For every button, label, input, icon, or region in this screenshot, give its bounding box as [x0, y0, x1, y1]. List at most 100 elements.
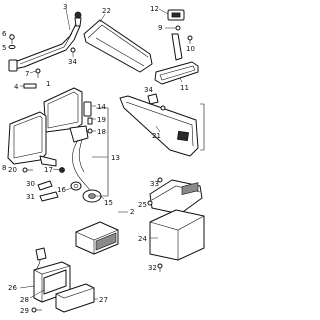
- leader-15: [100, 195, 105, 200]
- mirror-stay-assembly: [8, 11, 82, 89]
- ashtray-assembly: [31, 247, 95, 313]
- cable-clip-30: [37, 180, 53, 191]
- mirror-cover-15-center: [88, 193, 96, 199]
- exploded-view: 3 6 5 7 34 4 22 12 9 10 11 1 14 19 18 8 …: [2, 3, 205, 315]
- callout-12: 12: [150, 5, 159, 13]
- callout-31: 31: [26, 193, 35, 201]
- stay-screw-34: [70, 47, 76, 53]
- outer-mirror-assembly: [7, 111, 57, 173]
- callout-27: 27: [99, 296, 108, 304]
- visor-pivot: [160, 105, 166, 111]
- callout-7: 7: [25, 70, 29, 78]
- ashtray-wire: [35, 259, 41, 271]
- callout-34a: 34: [68, 58, 77, 66]
- leader-17: [52, 168, 61, 171]
- mirror-mount-arm: [171, 33, 183, 61]
- sunshade-panel-edge: [87, 24, 149, 58]
- console-screw-25: [147, 200, 153, 206]
- callout-26: 26: [8, 284, 17, 292]
- ashtray-socket: [35, 247, 47, 261]
- callout-28: 28: [20, 296, 29, 304]
- callout-33: 33: [150, 180, 159, 188]
- console-box-grille: [181, 182, 199, 195]
- callout-4: 4: [14, 83, 19, 91]
- mirror-knob-17: [59, 167, 65, 173]
- leader-3: [65, 8, 71, 31]
- mirror-stay-rib: [19, 32, 73, 65]
- rear-view-mirror-body-11: [154, 61, 199, 85]
- door-mirror-glass: [47, 91, 79, 129]
- callout-2: 2: [130, 208, 134, 216]
- console-box-assembly: [147, 177, 205, 272]
- stay-screw-6: [9, 34, 15, 40]
- stay-screw-7: [35, 68, 41, 74]
- mirror-cable-13b: [78, 139, 85, 173]
- sun-visor-21: [119, 95, 199, 157]
- callout-8: 8: [2, 164, 6, 172]
- leader-7: [29, 70, 37, 74]
- callout-labels: 3 6 5 7 34 4 22 12 9 10 11 1 14 19 18 8 …: [2, 3, 195, 315]
- sun-visor-edge: [125, 101, 194, 147]
- stay-clip-4: [23, 83, 37, 89]
- leader-6: [9, 33, 13, 36]
- mirror-bracket-inner: [171, 12, 181, 18]
- callout-19: 19: [97, 116, 106, 124]
- lens-assembly: [75, 221, 119, 255]
- stay-washer-5: [8, 44, 16, 50]
- lens-housing-face: [95, 232, 117, 251]
- callout-9: 9: [158, 24, 162, 32]
- stay-knob-top: [74, 11, 82, 19]
- callout-25: 25: [138, 201, 147, 209]
- mirror-grommet-16-inner: [73, 184, 79, 188]
- callout-24: 24: [138, 235, 147, 243]
- mirror-nut-18: [87, 128, 93, 134]
- mirror-spring-19: [87, 117, 93, 125]
- door-mirror-housing-1: [43, 87, 83, 133]
- callout-34b: 34: [144, 86, 153, 94]
- callout-15: 15: [104, 199, 113, 207]
- ashtray-screw-29: [31, 307, 37, 313]
- callout-1: 1: [46, 80, 50, 88]
- callout-32: 32: [148, 264, 157, 272]
- lens-housing-2: [75, 221, 119, 255]
- callout-20: 20: [8, 166, 17, 174]
- callout-17: 17: [44, 166, 53, 174]
- sun-visor-assembly: [119, 93, 199, 157]
- sunshade-upper-assembly: [83, 19, 153, 73]
- callout-13: 13: [111, 154, 120, 162]
- callout-18: 18: [97, 128, 106, 136]
- callout-22: 22: [102, 7, 111, 15]
- sun-visor-mirror: [177, 130, 189, 142]
- bracket-13: [96, 107, 109, 197]
- callout-5: 5: [2, 44, 6, 52]
- sunshade-panel-22: [83, 19, 153, 73]
- leader-21: [155, 125, 161, 133]
- outer-mirror-glass: [13, 115, 43, 159]
- mirror-gasket-14: [83, 101, 92, 117]
- rear-view-mirror-glass: [159, 65, 196, 81]
- leader-11: [179, 77, 183, 83]
- leader-12: [158, 8, 169, 15]
- stay-pivot: [74, 17, 82, 27]
- console-box-24: [149, 209, 205, 261]
- callout-3: 3: [63, 3, 67, 11]
- outer-mirror-screw-20: [22, 167, 28, 173]
- sunshade-panel-crease: [95, 37, 145, 67]
- callout-14: 14: [97, 103, 106, 111]
- ashtray-inner-28: [43, 269, 67, 295]
- cable-clip-31: [39, 191, 59, 202]
- callout-29: 29: [20, 307, 29, 315]
- leader-28: [29, 289, 45, 299]
- outer-mirror-arm: [39, 155, 57, 167]
- callout-6: 6: [2, 30, 7, 38]
- leader-16: [65, 187, 73, 191]
- mirror-screw-10: [187, 35, 193, 41]
- visor-hook-34: [147, 93, 159, 105]
- callout-16: 16: [57, 186, 66, 194]
- leader-lines: [9, 8, 205, 300]
- console-screw-32: [157, 263, 163, 269]
- console-screw-33: [157, 177, 163, 183]
- leader-22: [99, 13, 106, 23]
- mirror-stay-base: [8, 59, 18, 72]
- callout-30: 30: [26, 180, 35, 188]
